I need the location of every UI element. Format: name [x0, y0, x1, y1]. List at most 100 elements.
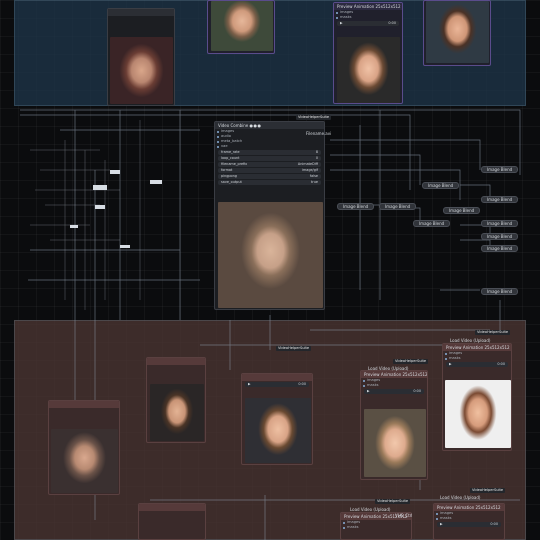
image-preview-node-2[interactable]	[207, 0, 275, 54]
video-combine-node[interactable]: Video Combine ●●● images audio meta_batc…	[214, 121, 325, 310]
slot-vae[interactable]: vae	[215, 144, 324, 149]
node-header	[139, 504, 205, 511]
image-blend-node[interactable]: Image Blend	[443, 207, 481, 214]
slot-masks[interactable]: masks	[443, 356, 511, 361]
slot-masks[interactable]: masks	[341, 525, 411, 530]
widget-value: false	[309, 174, 318, 178]
video-controls[interactable]: ▶ 0:00	[437, 522, 501, 527]
node-header	[242, 374, 312, 381]
image-preview-node-bottom-3[interactable]: ▶0:00	[241, 373, 313, 465]
face-image-b2	[150, 384, 204, 441]
play-icon[interactable]: ▶	[248, 382, 251, 386]
vhs-badge: VideoHelperSuite	[393, 359, 429, 364]
node-header: Preview Animation 25x512x512	[361, 371, 427, 378]
time-readout: 0:00	[497, 362, 505, 366]
play-icon[interactable]: ▶	[367, 389, 370, 393]
widget-value: 0	[315, 156, 318, 160]
play-icon[interactable]: ▶	[340, 21, 343, 25]
node-header	[147, 358, 205, 365]
face-image-4	[426, 1, 489, 63]
image-preview-node-4[interactable]	[423, 0, 491, 66]
slot-audio[interactable]: audio	[215, 134, 324, 139]
video-controls[interactable]: ▶0:00	[364, 389, 424, 394]
image-preview-node-bottom-1[interactable]	[48, 400, 120, 495]
load-video-label: Load Video (Upload)	[450, 338, 491, 343]
blended-face-output	[218, 202, 323, 308]
frame-rate-widget[interactable]: frame_rate 8	[218, 150, 321, 155]
slot-masks[interactable]: masks	[361, 383, 427, 388]
image-blend-node[interactable]: Image Blend	[422, 182, 460, 189]
video-controls[interactable]: ▶0:00	[245, 382, 309, 387]
image-preview-node-bottom-2[interactable]	[146, 357, 206, 443]
vhs-badge: VideoHelperSuite	[296, 115, 332, 120]
face-image-b3	[245, 398, 311, 463]
save-output-widget[interactable]: save_output true	[218, 180, 321, 185]
node-header	[108, 9, 174, 16]
face-image-b1	[51, 429, 118, 493]
image-blend-node[interactable]: Image Blend	[337, 203, 375, 210]
node-header	[49, 401, 119, 408]
loop-count-widget[interactable]: loop_count 0	[218, 156, 321, 161]
image-blend-node[interactable]: Image Blend	[481, 220, 519, 227]
image-blend-node[interactable]: Image Blend	[481, 166, 519, 173]
image-blend-node[interactable]: Image Blend	[481, 233, 519, 240]
face-image-b5	[445, 380, 511, 448]
filename-right-label: Filename.avi	[306, 131, 332, 136]
widget-value: true	[311, 180, 318, 184]
slot-images[interactable]: images	[341, 520, 411, 525]
slot-images[interactable]: images	[215, 129, 324, 134]
video-controls[interactable]: ▶ 0:00	[337, 21, 399, 26]
widget-label: save_output	[221, 180, 242, 184]
slot-images[interactable]: images	[434, 511, 504, 516]
node-header: Preview Animation 25x512x512	[341, 513, 411, 520]
vhs-ctrl-label: VHS_Ctrl	[395, 513, 413, 518]
time-readout: 0:00	[388, 21, 396, 25]
node-header: Preview Animation 25x512x512	[434, 504, 504, 511]
preview-animation-node-bottom-4[interactable]: Preview Animation 25x512x512 images mask…	[433, 503, 505, 540]
load-video-label: Load Video (Upload)	[350, 507, 391, 512]
slot-masks[interactable]: masks	[334, 15, 402, 20]
play-icon[interactable]: ▶	[440, 522, 443, 526]
face-image-1	[110, 37, 173, 104]
node-title: Video Combine	[218, 123, 249, 128]
slot-images[interactable]: images	[443, 351, 511, 356]
face-image-3	[337, 37, 400, 103]
preview-animation-node-bottom-3[interactable]: Preview Animation 25x512x512 images mask…	[340, 512, 412, 540]
widget-value: 8	[315, 150, 318, 154]
node-header: Preview Animation 25x512x512	[443, 344, 511, 351]
image-preview-node-bottom-6[interactable]	[138, 503, 206, 540]
video-controls[interactable]: ▶ 0:00	[446, 362, 508, 367]
slot-meta-batch[interactable]: meta_batch	[215, 139, 324, 144]
image-preview-node-1[interactable]	[107, 8, 175, 106]
vhs-badge: VideoHelperSuite	[276, 346, 312, 351]
image-blend-node[interactable]: Image Blend	[413, 220, 451, 227]
load-video-label: Load Video (Upload)	[440, 495, 481, 500]
slot-masks[interactable]: masks	[434, 516, 504, 521]
vhs-badge: VideoHelperSuite	[375, 499, 411, 504]
widget-label: format	[221, 168, 233, 172]
preview-animation-node-bottom-1[interactable]: Preview Animation 25x512x512 images mask…	[360, 370, 428, 480]
widget-label: pingpong	[221, 174, 237, 178]
vhs-badge: VideoHelperSuite	[475, 330, 511, 335]
preview-animation-node-top[interactable]: Preview Animation 25x512x512 images mask…	[333, 2, 403, 104]
image-blend-node[interactable]: Image Blend	[379, 203, 417, 210]
slot-images[interactable]: images	[361, 378, 427, 383]
face-image-b4	[364, 409, 426, 477]
image-blend-node[interactable]: Image Blend	[481, 196, 519, 203]
pingpong-widget[interactable]: pingpong false	[218, 174, 321, 179]
widget-label: filename_prefix	[221, 162, 248, 166]
image-blend-node[interactable]: Image Blend	[481, 288, 519, 295]
node-header: Video Combine ●●●	[215, 122, 324, 129]
image-blend-node[interactable]: Image Blend	[481, 245, 519, 252]
play-icon[interactable]: ▶	[449, 362, 452, 366]
slot-images[interactable]: images	[334, 10, 402, 15]
face-image-2	[211, 1, 273, 51]
widget-label: loop_count	[221, 156, 240, 160]
preview-animation-node-bottom-2[interactable]: Preview Animation 25x512x512 images mask…	[442, 343, 512, 451]
vhs-badge: VideoHelperSuite	[470, 488, 506, 493]
widget-label: frame_rate	[221, 150, 240, 154]
time-readout: 0:00	[490, 522, 498, 526]
